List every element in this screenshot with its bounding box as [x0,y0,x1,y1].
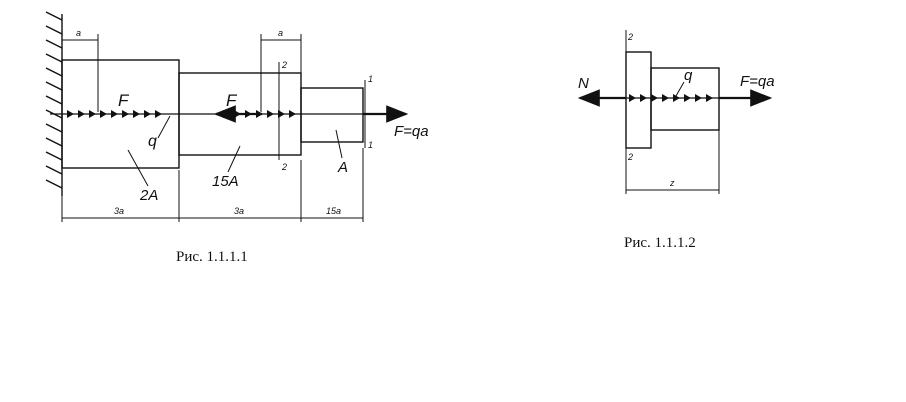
dimension-z [625,130,720,194]
force-f-label-fig2: F=qa [740,73,775,90]
force-f-left-label: F [118,91,130,110]
dimension-z-label: z [669,178,675,188]
force-n-label: N [578,75,589,92]
load-q-leader-fig2 [675,81,685,97]
load-chevron-mid-4 [267,110,274,118]
load-chevron-0 [67,110,74,118]
load-chevron-2 [89,110,96,118]
bottom-dimensions [61,148,364,222]
load-chevron-5 [122,110,129,118]
area-a-label: A [337,159,348,176]
area-2a-label: 2A [139,187,158,204]
load-chevron-6 [133,110,140,118]
area-15a-leader [227,145,241,173]
section-1-top-label: 1 [368,74,373,84]
load-chevron-fig2-6 [695,94,702,102]
load-chevron-fig2-1 [640,94,647,102]
figure-2: N q F=qa 2 2 z Рис. 1.1.1.2 [577,30,775,251]
force-f-mid-label: F [226,91,238,110]
area-15a-label: 15A [212,173,239,190]
load-q-leader [157,115,171,139]
dimension-3a-first-label: 3a [114,206,124,216]
load-chevron-3 [100,110,107,118]
load-q-label: q [148,133,157,150]
load-chevron-fig2-2 [651,94,658,102]
load-chevron-fig2-0 [629,94,636,102]
section-2-top-label-fig2: 2 [627,32,633,42]
load-chevron-8 [155,110,162,118]
force-f-right-label: F=qa [394,123,429,140]
load-chevron-fig2-3 [662,94,669,102]
figure-2-caption: Рис. 1.1.1.2 [624,235,696,251]
dimension-a-left-label: a [76,28,81,38]
load-chevron-mid-5 [278,110,285,118]
load-chevron-fig2-5 [684,94,691,102]
fixed-wall [45,11,63,196]
dimension-a-left [62,34,99,112]
load-chevron-fig2-7 [706,94,713,102]
section-2-top-label: 2 [281,60,287,70]
area-2a-leader [127,149,149,187]
load-chevron-mid-6 [289,110,296,118]
load-chevron-7 [144,110,151,118]
section-1-bottom-label: 1 [368,140,373,150]
dimension-15a-label: 15a [326,206,341,216]
load-q-label-fig2: q [684,67,693,84]
rod-segment-a [300,87,364,143]
distributed-load-q-arrows-fig2 [629,94,713,102]
area-a-leader [335,129,343,159]
section-2-bottom-label-fig2: 2 [627,152,633,162]
dimension-a-mid-label: a [278,28,283,38]
figure-1: 1 1 2 2 a a 3a 3a 15a F F [45,11,429,265]
dimension-a-mid [260,34,302,112]
load-chevron-1 [78,110,85,118]
dimension-3a-second-label: 3a [234,206,244,216]
load-chevron-fig2-4 [673,94,680,102]
section-2-bottom-label: 2 [281,162,287,172]
figure-1-caption: Рис. 1.1.1.1 [176,249,248,265]
load-chevron-4 [111,110,118,118]
